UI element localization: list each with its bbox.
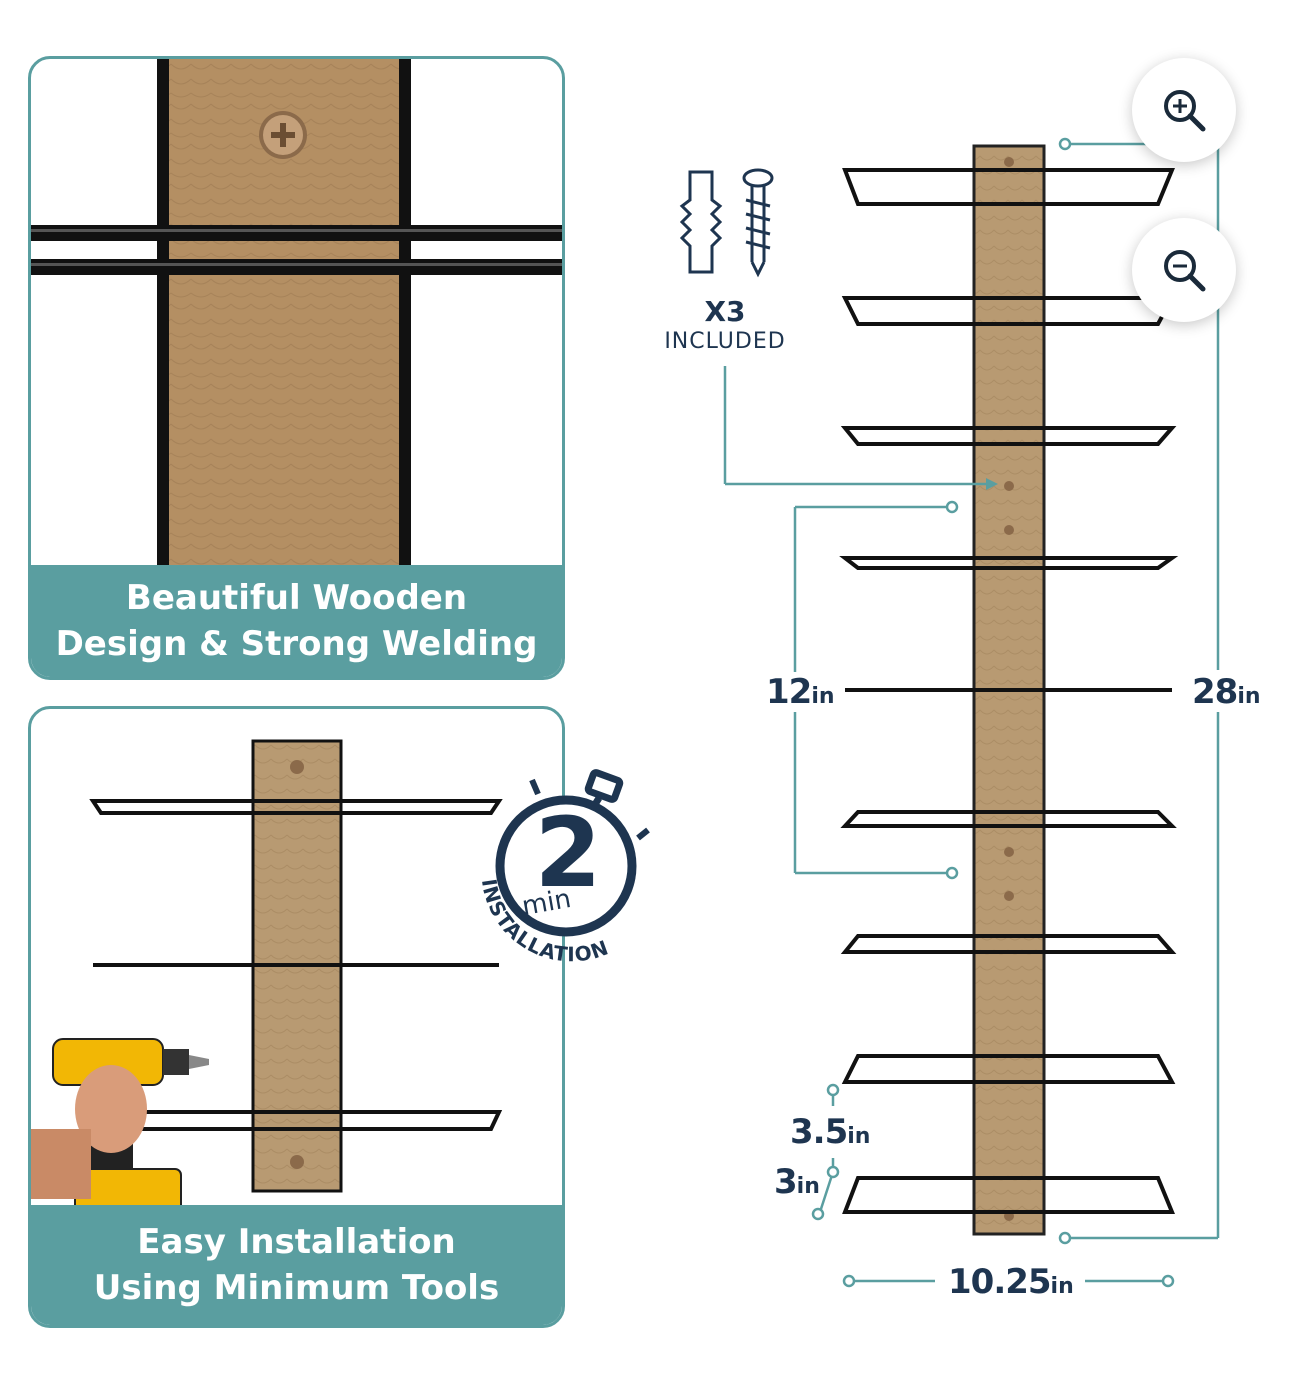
wood-design-panel: Beautiful Wooden Design & Strong Welding (28, 56, 565, 680)
installation-panel: Easy Installation Using Minimum Tools (28, 706, 565, 1328)
hardware-included: INCLUDED (664, 329, 786, 354)
caption-line-1: Beautiful Wooden (125, 578, 468, 618)
caption-line-1: Easy Installation (137, 1222, 456, 1262)
zoom-in-icon (1164, 90, 1206, 132)
shelf-height-dimension: 3.5in (790, 1112, 871, 1152)
hardware-count: X3 (704, 295, 746, 328)
screw-head-icon (259, 111, 307, 159)
wall-anchor-icon (679, 170, 723, 274)
zoom-out-icon (1164, 250, 1206, 292)
installation-time-badge: INSTALLATION 2 min (462, 760, 662, 970)
wood-design-caption: Beautiful Wooden Design & Strong Welding (31, 565, 562, 677)
caption-line-2: Design & Strong Welding (55, 624, 538, 664)
height-dimension: 28in (1192, 672, 1261, 712)
installation-caption: Easy Installation Using Minimum Tools (31, 1205, 562, 1325)
hardware-label: X3 INCLUDED (652, 296, 798, 356)
spacing-dimension: 12in (766, 672, 835, 712)
caption-line-2: Using Minimum Tools (93, 1268, 500, 1308)
zoom-out-button[interactable] (1132, 218, 1236, 322)
width-dimension: 10.25in (948, 1262, 1074, 1302)
badge-number: 2 (534, 797, 602, 909)
shelf-gap-dimension: 3in (774, 1162, 820, 1202)
stopwatch-icon: INSTALLATION (477, 769, 650, 967)
screw-icon (742, 168, 774, 278)
zoom-in-button[interactable] (1132, 58, 1236, 162)
rack-section-illustration (31, 739, 503, 1218)
full-rack-illustration (679, 137, 1220, 1288)
wood-closeup-illustration (31, 59, 562, 579)
